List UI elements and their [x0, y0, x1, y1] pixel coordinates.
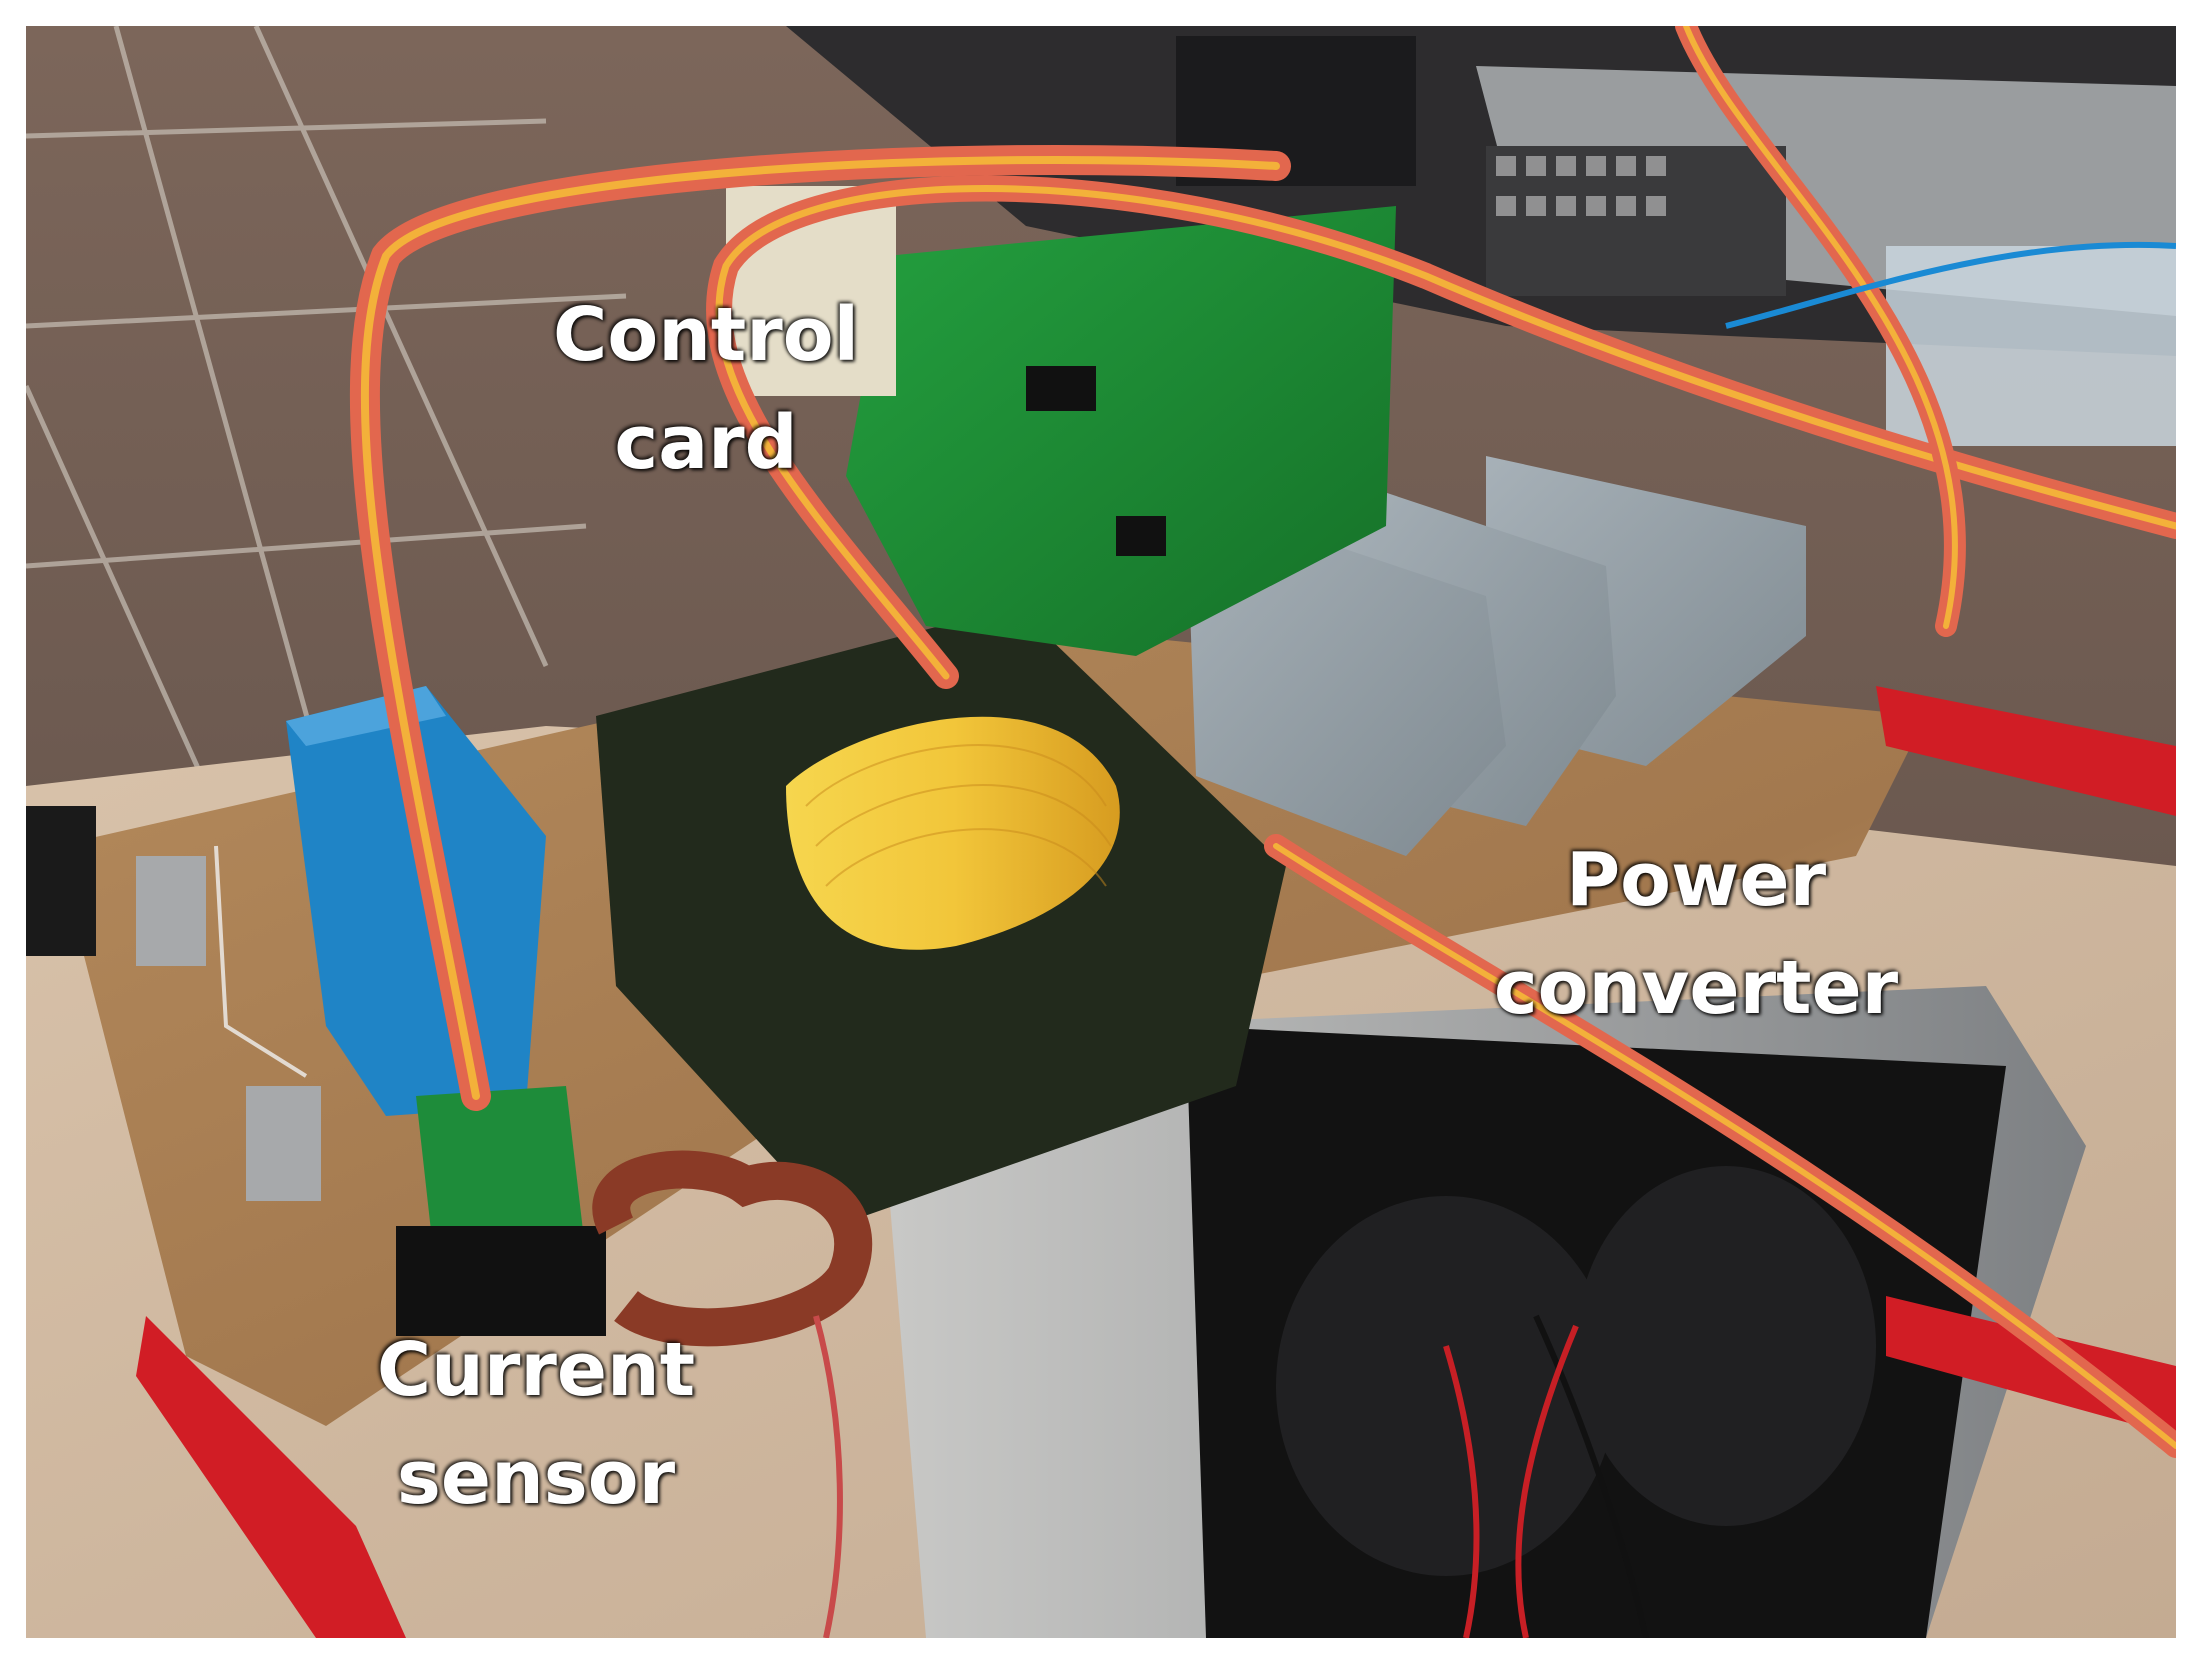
brown-wire-loop [592, 1150, 872, 1347]
thin-wires [813, 241, 2176, 1638]
current-sensor-label-line2: sensor [396, 1435, 676, 1521]
terminal-2 [246, 1086, 321, 1201]
control-ic-2 [1116, 516, 1166, 556]
power-converter-label-line1: Power [1565, 837, 1827, 923]
terminal-1 [136, 856, 206, 966]
blue-capacitor [286, 686, 546, 1116]
control-card-label-line1: Control [553, 292, 859, 378]
control-card-label: Control card [531, 281, 881, 497]
control-card-label-line2: card [614, 400, 798, 486]
current-sensor-connector [396, 1226, 606, 1336]
photo-frame: Control card Power converter Current sen… [26, 26, 2176, 1638]
current-sensor-label: Current sensor [366, 1316, 706, 1532]
power-converter-label: Power converter [1486, 826, 1906, 1042]
control-ic-1 [1026, 366, 1096, 411]
red-plug-right-1 [1876, 686, 2176, 816]
power-converter-label-line2: converter [1493, 945, 1899, 1031]
lab-bench-photo [26, 26, 2176, 1638]
red-plug-left [136, 1316, 406, 1638]
current-sensor-label-line1: Current [376, 1327, 696, 1413]
ribbon-cables [349, 26, 2176, 1458]
transformer-winding [786, 716, 1120, 950]
control-card-pcb [846, 206, 1396, 656]
